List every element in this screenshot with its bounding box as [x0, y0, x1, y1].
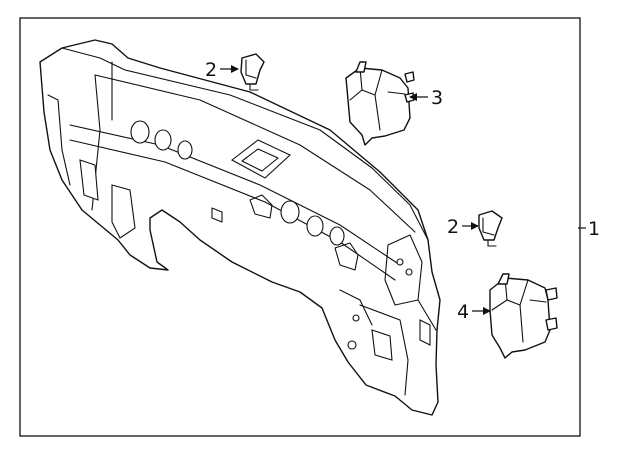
callout-1-label: 1	[588, 218, 600, 240]
callout-2-right: 2	[447, 216, 479, 238]
bracket-right-part	[478, 210, 503, 247]
callout-1: 1	[578, 218, 600, 240]
callout-2-right-label: 2	[447, 216, 459, 238]
bracket-top-part	[240, 53, 265, 91]
callout-3-label: 3	[431, 87, 443, 109]
mount-top-part	[345, 61, 415, 146]
callout-2-top-label: 2	[205, 59, 217, 81]
callout-3: 3	[409, 87, 443, 109]
diagram-frame	[19, 17, 581, 437]
rear-body-panel	[39, 39, 441, 416]
callout-2-top: 2	[205, 59, 239, 81]
callout-4: 4	[457, 301, 491, 323]
callout-4-label: 4	[457, 301, 469, 323]
mount-bottom-part	[489, 273, 558, 359]
